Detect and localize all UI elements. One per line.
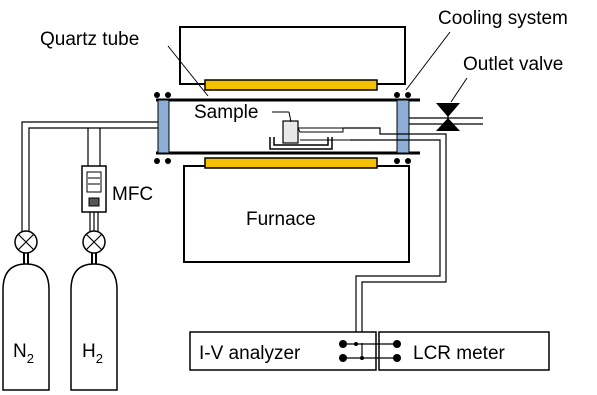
lcr-meter-box — [378, 331, 550, 371]
connector-wires — [343, 343, 397, 359]
heater-bottom — [204, 157, 378, 169]
lcr-meter-label: LCR meter — [413, 343, 506, 364]
probe-wire — [297, 127, 344, 133]
outlet-valve-label: Outlet valve — [463, 54, 563, 75]
inlet-line-outer — [21, 121, 158, 232]
mfc-display — [86, 171, 102, 193]
iv-analyzer-box — [189, 331, 377, 371]
right-flange — [396, 99, 410, 154]
furnace-top-block — [179, 26, 406, 85]
furnace-bottom-block — [183, 165, 410, 263]
n2-cylinder — [2, 263, 50, 391]
iv-analyzer-label: I-V analyzer — [199, 343, 301, 364]
outlet-valve-leader — [450, 77, 468, 103]
mfc-knob — [88, 197, 100, 207]
furnace-label: Furnace — [246, 209, 316, 230]
quartz-tube-label: Quartz tube — [40, 29, 139, 50]
flange-bolts — [154, 92, 411, 164]
heater-top — [204, 79, 378, 91]
sample-leader-2 — [288, 111, 292, 123]
sample — [282, 120, 299, 144]
left-flange — [157, 99, 170, 154]
signal-wire-outer — [343, 127, 447, 343]
cooling-system-leader — [405, 31, 451, 91]
h2-cylinder — [70, 263, 118, 391]
signal-wire-inner — [350, 139, 441, 343]
inlet-line-inner — [28, 127, 158, 232]
sample-label: Sample — [194, 102, 258, 123]
quartz-tube-leader — [167, 45, 209, 97]
sample-holder — [269, 137, 333, 150]
n2-label: N2 — [13, 341, 34, 366]
cooling-system-label: Cooling system — [438, 8, 568, 29]
h2-label: H2 — [82, 341, 103, 366]
mfc-label: MFC — [112, 184, 153, 205]
